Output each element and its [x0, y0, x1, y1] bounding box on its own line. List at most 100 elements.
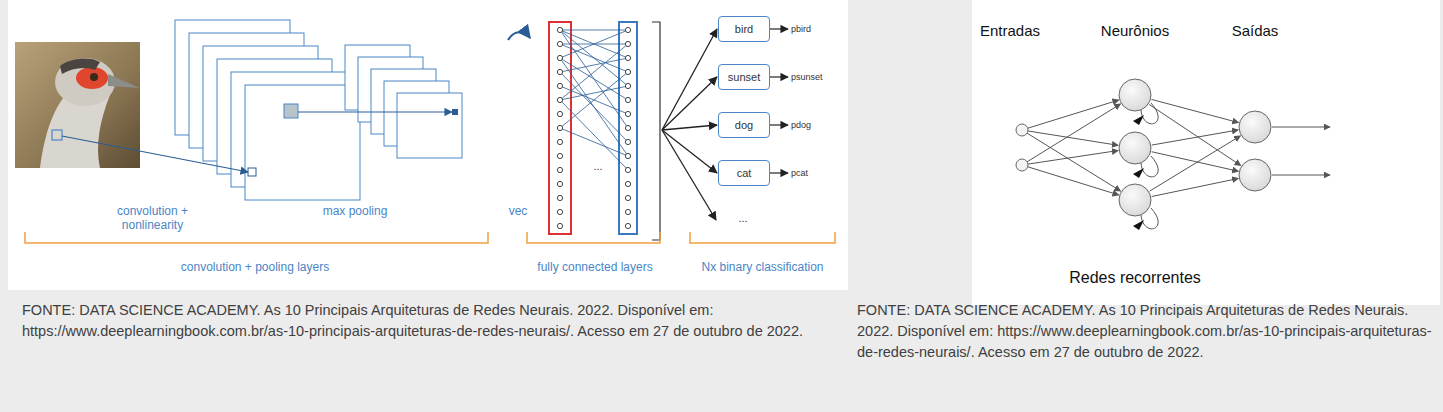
hidden-unit [625, 111, 630, 116]
vector-unit [557, 27, 562, 32]
class-arrow [662, 130, 717, 173]
weight-line [560, 86, 628, 114]
vector-unit [557, 111, 562, 116]
vector-unit [557, 83, 562, 88]
probability-label: psunset [791, 72, 851, 83]
hidden-column [619, 22, 637, 234]
vector-unit [557, 153, 562, 158]
probability-label: pbird [791, 24, 851, 35]
class-box: sunset [718, 64, 770, 90]
rnn-panel [972, 0, 1440, 305]
vector-column [549, 22, 571, 234]
vector-unit [557, 195, 562, 200]
pooling-line [298, 111, 452, 112]
weight-line [560, 30, 628, 58]
weight-line [560, 58, 628, 100]
loop-head [1133, 168, 1144, 178]
convolution-maps [175, 20, 360, 200]
class-box: dog [718, 112, 770, 138]
receptive-field-line [62, 136, 248, 172]
weight-line [560, 44, 628, 72]
output-arrow [770, 28, 788, 29]
hidden-unit [625, 69, 630, 74]
weight-arrow [1027, 104, 1120, 162]
weight-arrow [1028, 167, 1119, 195]
group-caption: fully connected layers [525, 260, 665, 274]
class-arrow [662, 125, 717, 130]
neuron [1239, 159, 1271, 191]
weight-arrow [1028, 100, 1119, 128]
group-bracket [527, 232, 660, 243]
neuron [1239, 111, 1271, 143]
weight-line [560, 30, 628, 86]
hidden-unit [625, 27, 630, 32]
weight-arrow [1152, 178, 1239, 196]
weight-arrow [1152, 130, 1239, 145]
hidden-unit [625, 139, 630, 144]
weight-line [560, 86, 628, 100]
weight-arrow [1152, 152, 1239, 172]
vector-unit [557, 223, 562, 228]
vector-caption: vec [503, 204, 533, 218]
probability-label: pcat [791, 168, 851, 179]
weight-arrow [1028, 151, 1118, 165]
pool-window [284, 104, 298, 118]
hidden-unit [625, 209, 630, 214]
layer-bracket [652, 22, 660, 240]
hidden-unit [625, 195, 630, 200]
class-arrow [662, 77, 717, 130]
class-box: cat [718, 160, 770, 186]
hidden-unit [625, 181, 630, 186]
weight-line [560, 58, 628, 72]
hidden-unit [625, 83, 630, 88]
vector-unit [557, 167, 562, 172]
group-bracket [25, 232, 488, 243]
vector-unit [557, 41, 562, 46]
column-title: Entradas [970, 22, 1050, 40]
class-name: sunset [728, 71, 760, 83]
output-arrow [770, 124, 788, 125]
class-arrow [662, 130, 716, 220]
source-note: FONTE: DATA SCIENCE ACADEMY. As 10 Princ… [22, 300, 822, 342]
layer-caption: convolution + nonlinearity [95, 204, 210, 233]
hidden-unit [625, 153, 630, 158]
hidden-unit [625, 125, 630, 130]
bird-photo [15, 42, 140, 168]
ellipsis: ... [728, 212, 758, 225]
vector-unit [557, 181, 562, 186]
weight-line [560, 30, 628, 31]
weight-arrow [1149, 104, 1241, 165]
hidden-unit [625, 223, 630, 228]
source-note: FONTE: DATA SCIENCE ACADEMY. As 10 Princ… [857, 300, 1432, 363]
group-caption: convolution + pooling layers [150, 260, 360, 274]
class-name: bird [735, 23, 753, 35]
column-title: Saídas [1215, 22, 1295, 40]
hidden-unit [625, 167, 630, 172]
flatten-arrow [508, 32, 530, 40]
weight-line [560, 58, 628, 156]
vector-unit [557, 69, 562, 74]
class-name: cat [737, 167, 752, 179]
group-bracket [690, 232, 835, 243]
vector-unit [557, 209, 562, 214]
dense-connections [557, 27, 630, 228]
vector-unit [557, 55, 562, 60]
weight-line [560, 72, 628, 128]
recurrent-network [1016, 79, 1330, 230]
output-arrow [1272, 127, 1330, 128]
neuron [1119, 132, 1151, 164]
group-caption: Nx binary classification [680, 260, 845, 274]
weight-line [560, 100, 628, 170]
figure-caption: Redes recorrentes [1055, 268, 1215, 287]
vector-unit [557, 125, 562, 130]
neuron [1119, 79, 1151, 111]
loop-head [1133, 115, 1144, 125]
class-arrow [662, 29, 717, 130]
hidden-unit [625, 41, 630, 46]
class-arrows [662, 29, 788, 220]
hidden-unit [625, 97, 630, 102]
output-arrow [770, 172, 788, 173]
weight-arrow [1151, 99, 1238, 122]
ellipsis: ... [583, 160, 613, 173]
